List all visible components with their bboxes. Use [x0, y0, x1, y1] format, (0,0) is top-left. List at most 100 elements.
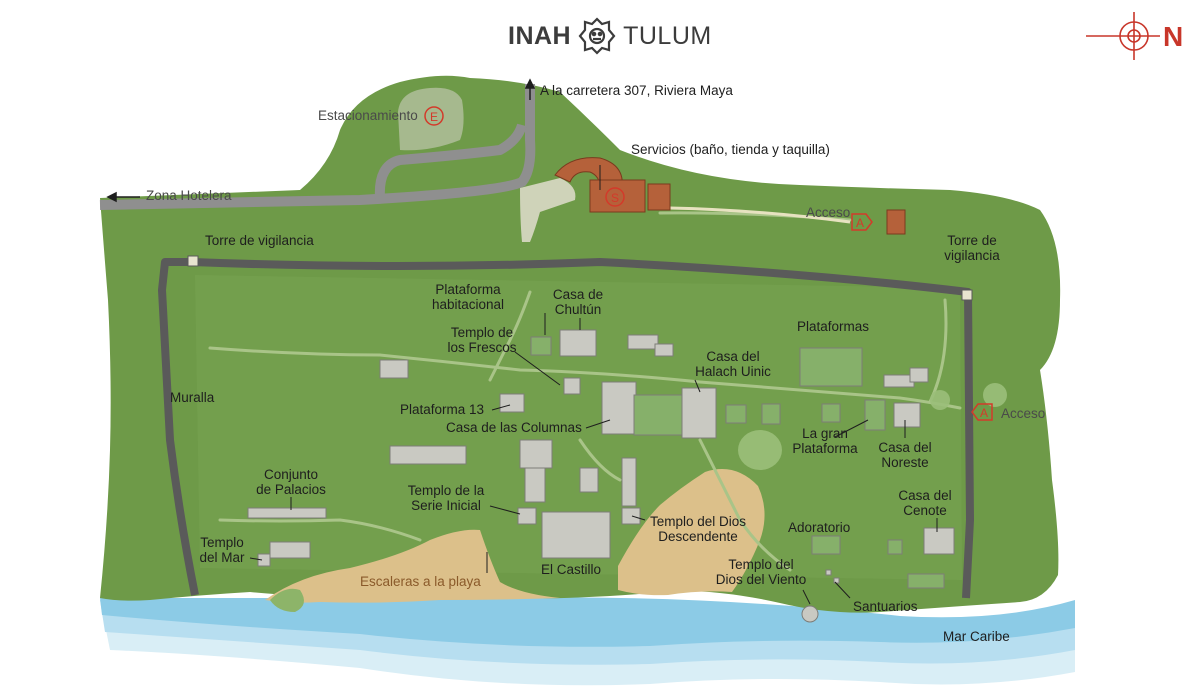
road-zona-hotelera — [99, 84, 536, 210]
label-torre-izq: Torre de vigilancia — [205, 233, 314, 248]
conjunto-de-palacios — [247, 507, 327, 519]
compass-ring — [1119, 21, 1149, 51]
acceso-top-marker — [851, 213, 873, 231]
casa-de-chultun — [559, 329, 597, 357]
structure — [621, 457, 637, 507]
road-parking-loop — [374, 123, 527, 199]
torre-vigilancia-der — [961, 289, 973, 301]
patch — [983, 383, 1007, 407]
servicios-buildings — [554, 157, 906, 235]
templo-dios-descendente — [621, 507, 641, 525]
parking-lot — [398, 87, 464, 151]
casa-de-las-columnas — [601, 381, 637, 435]
compass-north-icon — [1086, 12, 1160, 60]
label-casa-de-chultun: Casa de Chultún — [548, 287, 608, 317]
servicios-marker-letter: S — [611, 191, 619, 205]
label-noreste-line1: Casa del — [878, 440, 932, 455]
label-serie-line2: Serie Inicial — [411, 498, 481, 513]
label-muralla: Muralla — [170, 390, 215, 405]
templo-del-mar — [257, 553, 271, 567]
estacionamiento-marker-letter: E — [430, 110, 438, 124]
label-templo-dios-descendente: Templo del Dios Descendente — [643, 514, 753, 544]
vegetation-patches — [738, 383, 1007, 470]
structure — [654, 343, 674, 357]
plataforma-habitacional — [530, 336, 552, 356]
beach-sand-west — [265, 529, 560, 603]
inah-glyph-logo — [578, 17, 616, 55]
structure — [907, 573, 945, 589]
label-palacios-line1: Conjunto — [263, 467, 319, 482]
label-servicios: Servicios (baño, tienda y taquilla) — [631, 142, 830, 157]
leader-line — [694, 379, 701, 393]
plataformas — [799, 347, 863, 387]
compass-ring-inner — [1127, 29, 1141, 43]
header: INAH TULUM — [508, 17, 712, 55]
la-gran-plataforma — [864, 399, 886, 431]
leader-line — [834, 419, 869, 438]
label-zona-hotelera: Zona Hotelera — [146, 188, 232, 203]
land-inner — [195, 275, 962, 580]
structures — [247, 329, 955, 623]
label-cenote-line1: Casa del — [898, 488, 952, 503]
label-adoratorio: Adoratorio — [788, 520, 851, 535]
org-name: INAH — [508, 21, 572, 50]
trail — [698, 438, 792, 572]
label-torre-der: Torre de vigilancia — [940, 233, 1004, 263]
path-to-services — [520, 178, 576, 242]
label-viento-line2: Dios del Viento — [715, 572, 807, 587]
path-to-access — [669, 206, 851, 224]
structure — [579, 467, 599, 493]
label-frescos-line1: Templo de — [450, 325, 514, 340]
patch — [930, 390, 950, 410]
label-serie-line1: Templo de la — [407, 483, 485, 498]
acceso-top-marker-letter: A — [856, 216, 864, 230]
leader-line — [491, 404, 511, 411]
label-la-gran-plataforma: La gran Plataforma — [787, 426, 863, 456]
label-chultun-line1: Casa de — [552, 287, 604, 302]
markers — [424, 106, 993, 421]
structure — [725, 404, 747, 424]
roads — [99, 84, 536, 210]
structure — [887, 539, 903, 555]
casa-del-noreste — [893, 402, 921, 428]
label-casa-columnas: Casa de las Columnas — [446, 420, 582, 435]
label-plataforma-habitacional: Plataforma habitacional — [423, 282, 513, 312]
label-palacios-line2: de Palacios — [256, 482, 326, 497]
acceso-building — [886, 209, 906, 235]
leader-line — [489, 505, 521, 515]
structure — [379, 359, 409, 379]
label-noreste-line2: Noreste — [881, 455, 929, 470]
label-viento-line1: Templo del — [728, 557, 794, 572]
label-templo-del-mar: Templo del Mar — [192, 535, 252, 565]
north-letter: N — [1163, 21, 1183, 52]
servicios-marker — [605, 187, 625, 207]
label-frescos-line2: los Frescos — [447, 340, 517, 355]
label-chultun-line2: Chultún — [554, 302, 602, 317]
arrow-carretera-head — [524, 78, 536, 89]
plataforma-13 — [499, 393, 525, 413]
structure — [389, 445, 467, 465]
label-descendente-line1: Templo del Dios — [649, 514, 747, 529]
label-acceso-top: Acceso — [806, 205, 851, 220]
label-el-castillo: El Castillo — [541, 562, 602, 577]
label-plataformas: Plataformas — [797, 319, 870, 334]
label-cenote-line2: Cenote — [903, 503, 947, 518]
label-casa-cenote: Casa del Cenote — [894, 488, 956, 518]
trail — [488, 290, 532, 382]
label-mar-line2: del Mar — [199, 550, 245, 565]
label-descendente-line2: Descendente — [658, 529, 738, 544]
beach — [265, 469, 765, 612]
structure — [519, 439, 553, 469]
leader-line — [514, 351, 561, 386]
templo-dios-del-viento — [801, 605, 819, 623]
label-gran-plat-line1: La gran — [802, 426, 848, 441]
leader-line — [802, 589, 811, 605]
servicios-block — [647, 183, 671, 211]
acceso-right-marker — [971, 403, 993, 421]
label-escaleras: Escaleras a la playa — [360, 574, 481, 589]
trail — [218, 518, 422, 542]
label-halach-uinic: Casa del Halach Uinic — [688, 349, 778, 379]
structure — [821, 403, 841, 423]
leader-line — [631, 515, 646, 521]
